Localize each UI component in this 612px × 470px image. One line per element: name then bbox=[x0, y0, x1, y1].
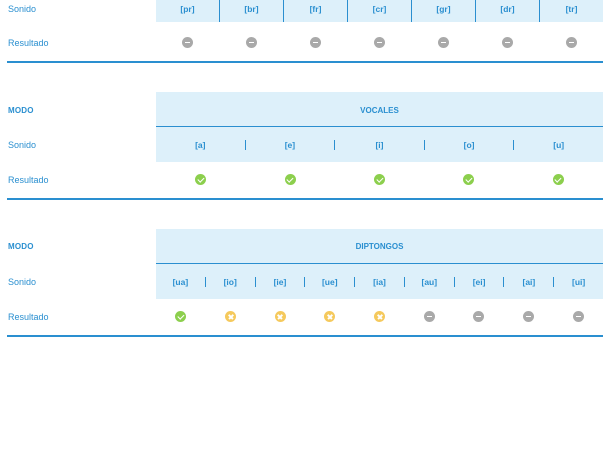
sound-cell: [ui] bbox=[553, 276, 603, 287]
mode-label: MODO bbox=[8, 106, 34, 115]
section-divider bbox=[7, 198, 603, 200]
sound-row-label: Sonido bbox=[8, 277, 37, 287]
result-cell bbox=[475, 35, 539, 49]
result-cell bbox=[156, 309, 206, 323]
mode-title: VOCALES bbox=[360, 106, 399, 115]
sound-row-label: Sonido bbox=[8, 4, 37, 14]
result-cell bbox=[411, 35, 475, 49]
sound-cell: [io] bbox=[204, 276, 255, 287]
result-cell bbox=[305, 309, 355, 323]
sound-cell: [u] bbox=[513, 139, 603, 150]
minus-circle-icon bbox=[246, 36, 258, 48]
sound-cell: [ua] bbox=[172, 276, 189, 287]
x-circle-icon bbox=[324, 310, 336, 322]
result-cell bbox=[220, 35, 284, 49]
check-circle-icon bbox=[175, 310, 187, 322]
result-cell bbox=[245, 172, 334, 186]
sound-cell: [ia] bbox=[354, 276, 404, 287]
minus-circle-icon bbox=[523, 310, 535, 322]
result-cell bbox=[355, 309, 405, 323]
header-divider bbox=[156, 126, 603, 127]
minus-circle-icon bbox=[374, 36, 385, 48]
result-cell bbox=[156, 35, 220, 49]
result-cell bbox=[504, 309, 554, 323]
result-cell bbox=[553, 309, 603, 323]
minus-circle-icon bbox=[310, 36, 322, 48]
result-cell bbox=[156, 172, 245, 186]
result-cell bbox=[335, 172, 424, 186]
check-circle-icon bbox=[195, 173, 207, 185]
result-row-label: Resultado bbox=[8, 312, 49, 322]
sound-header-band bbox=[156, 0, 603, 22]
sound-cell: [ue] bbox=[304, 276, 354, 287]
minus-circle-icon bbox=[437, 36, 449, 48]
sound-cell: [dr] bbox=[475, 0, 539, 22]
sound-cell: [ie] bbox=[254, 276, 305, 287]
section-divider bbox=[7, 335, 603, 337]
sound-cell: [a] bbox=[195, 139, 206, 150]
sound-cells: [ua] [io][ie][ue][ia][au][ei][ai][ui] bbox=[156, 264, 603, 299]
sound-cell: [pr] bbox=[180, 4, 195, 14]
result-cell bbox=[206, 309, 256, 323]
sound-cell: [cr] bbox=[347, 0, 411, 22]
sound-cell: [i] bbox=[334, 139, 424, 150]
sound-row-label: Sonido bbox=[8, 140, 37, 150]
result-cells bbox=[156, 309, 603, 323]
check-circle-icon bbox=[552, 173, 564, 185]
result-cell bbox=[255, 309, 305, 323]
minus-circle-icon bbox=[473, 310, 485, 322]
x-circle-icon bbox=[374, 310, 386, 322]
sound-cells: [pr] [br][fr][cr][gr][dr][tr] bbox=[156, 0, 603, 22]
header-band: VOCALES bbox=[156, 92, 603, 162]
minus-circle-icon bbox=[572, 310, 584, 322]
minus-circle-icon bbox=[565, 36, 577, 48]
result-cell bbox=[514, 172, 603, 186]
check-circle-icon bbox=[463, 173, 475, 185]
sound-cell: [au] bbox=[403, 276, 454, 287]
result-cell bbox=[454, 309, 504, 323]
result-row-label: Resultado bbox=[8, 175, 49, 185]
x-circle-icon bbox=[225, 310, 236, 322]
minus-circle-icon bbox=[423, 310, 435, 322]
header-divider bbox=[156, 263, 603, 264]
mode-title: DIPTONGOS bbox=[355, 242, 404, 251]
sound-cell: [tr] bbox=[539, 0, 603, 22]
result-cell bbox=[539, 35, 603, 49]
sound-cell: [br] bbox=[219, 0, 283, 22]
check-circle-icon bbox=[284, 173, 296, 185]
sound-cell: [o] bbox=[423, 139, 514, 150]
x-circle-icon bbox=[274, 310, 286, 322]
sound-cell: [ai] bbox=[503, 276, 553, 287]
header-band: DIPTONGOS bbox=[156, 229, 603, 299]
result-cells bbox=[156, 35, 603, 49]
result-cells bbox=[156, 172, 603, 186]
sound-cell: [e] bbox=[244, 139, 335, 150]
mode-label: MODO bbox=[8, 242, 34, 251]
check-circle-icon bbox=[374, 173, 386, 185]
result-cell bbox=[404, 309, 454, 323]
sound-cells: [a] [e][i][o][u] bbox=[156, 127, 603, 162]
sound-cell: [ei] bbox=[453, 276, 504, 287]
sound-cell: [gr] bbox=[411, 0, 475, 22]
result-row-label: Resultado bbox=[8, 38, 49, 48]
section-divider bbox=[7, 61, 603, 63]
result-cell bbox=[348, 35, 412, 49]
result-cell bbox=[284, 35, 348, 49]
result-cell bbox=[424, 172, 513, 186]
minus-circle-icon bbox=[501, 36, 513, 48]
sound-cell: [fr] bbox=[283, 0, 347, 22]
minus-circle-icon bbox=[182, 36, 194, 48]
